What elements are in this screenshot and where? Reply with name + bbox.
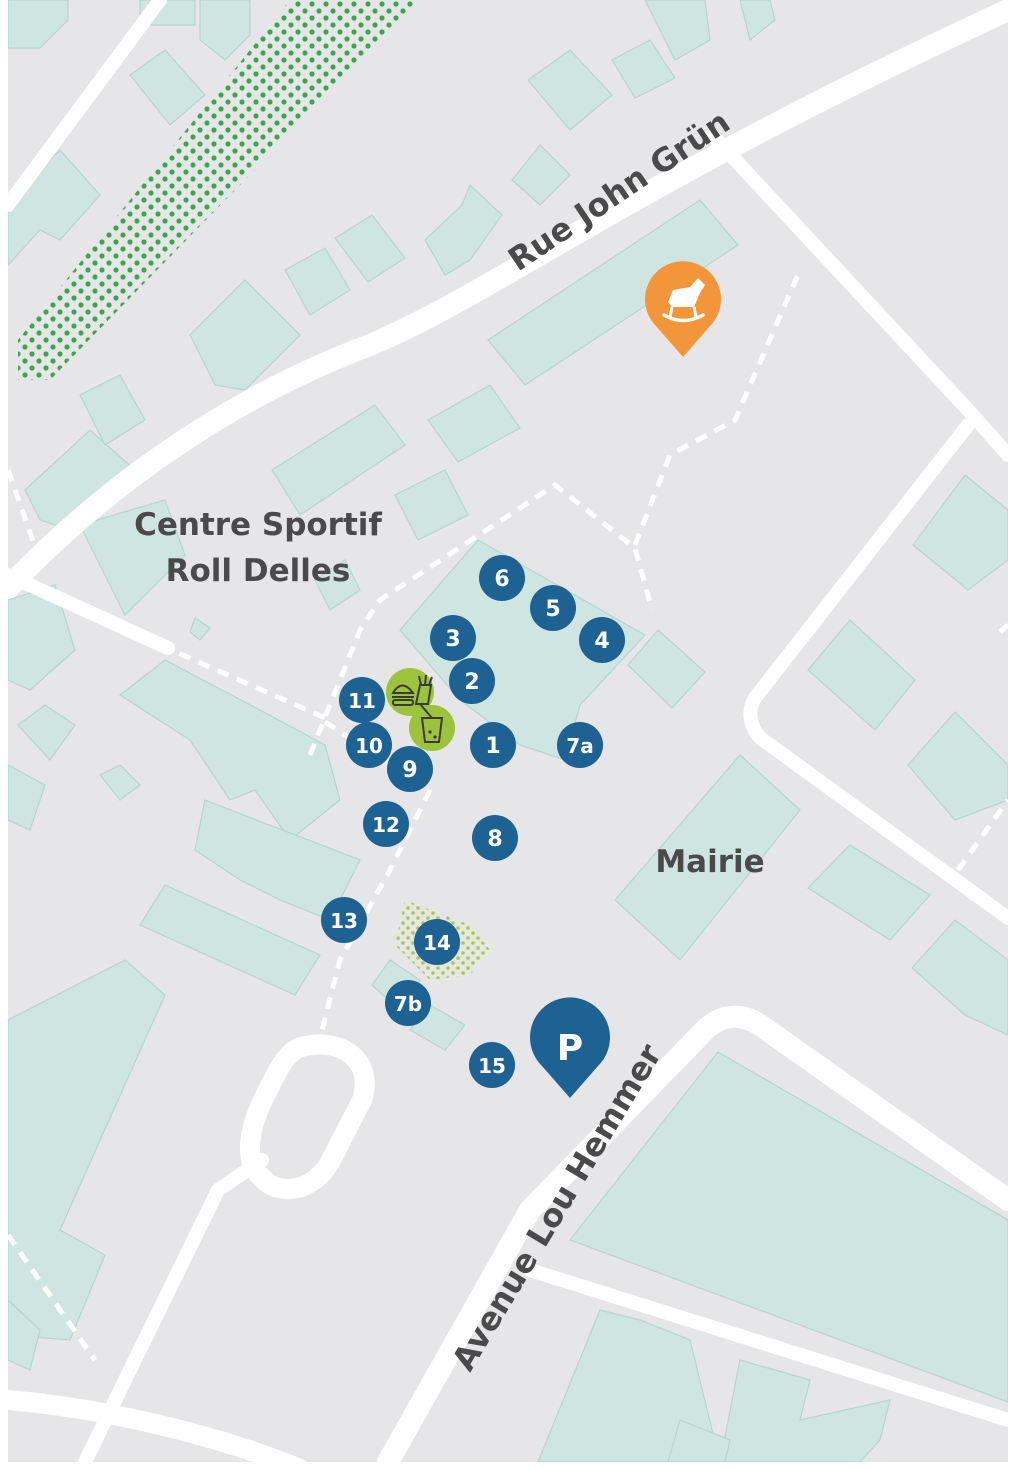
marker-5[interactable]: 5 [530, 585, 576, 631]
svg-text:15: 15 [478, 1054, 506, 1078]
svg-text:1: 1 [485, 734, 500, 759]
marker-2[interactable]: 2 [449, 658, 495, 704]
marker-14[interactable]: 14 [414, 919, 460, 965]
marker-4[interactable]: 4 [579, 617, 625, 663]
burger-fries-icon[interactable] [386, 668, 434, 716]
marker-11[interactable]: 11 [339, 677, 385, 723]
svg-text:8: 8 [487, 827, 502, 852]
label-mairie: Mairie [655, 844, 764, 880]
marker-6[interactable]: 6 [479, 555, 525, 601]
marker-1[interactable]: 1 [470, 722, 516, 768]
svg-text:10: 10 [355, 734, 383, 758]
svg-text:14: 14 [423, 931, 451, 955]
svg-text:12: 12 [372, 813, 400, 837]
svg-text:6: 6 [494, 567, 509, 592]
svg-text:5: 5 [545, 597, 560, 622]
label-roll-delles: Roll Delles [166, 553, 351, 589]
svg-text:13: 13 [330, 909, 358, 933]
marker-3[interactable]: 3 [430, 615, 476, 661]
svg-text:7b: 7b [394, 992, 422, 1016]
marker-10[interactable]: 10 [346, 722, 392, 768]
label-centre-sportif: Centre Sportif [134, 507, 382, 543]
marker-13[interactable]: 13 [321, 897, 367, 943]
parking-pin-icon[interactable]: P [530, 997, 610, 1098]
marker-7a[interactable]: 7a [557, 722, 603, 768]
rocking-horse-icon[interactable] [645, 261, 721, 357]
svg-text:11: 11 [348, 689, 376, 713]
svg-text:9: 9 [402, 758, 417, 783]
railway-green-strip [18, 0, 420, 380]
parking-label: P [557, 1028, 583, 1069]
roads [8, 0, 1008, 1462]
marker-12[interactable]: 12 [363, 801, 409, 847]
marker-15[interactable]: 15 [469, 1042, 515, 1088]
drink-cup-icon[interactable] [409, 703, 455, 751]
marker-9[interactable]: 9 [387, 746, 433, 792]
svg-text:2: 2 [464, 670, 479, 695]
svg-text:7a: 7a [566, 734, 593, 758]
svg-text:4: 4 [594, 629, 609, 654]
svg-text:3: 3 [445, 627, 460, 652]
marker-7b[interactable]: 7b [385, 980, 431, 1026]
footpaths [8, 12, 1008, 1362]
buildings [8, 0, 1008, 1462]
marker-8[interactable]: 8 [472, 815, 518, 861]
